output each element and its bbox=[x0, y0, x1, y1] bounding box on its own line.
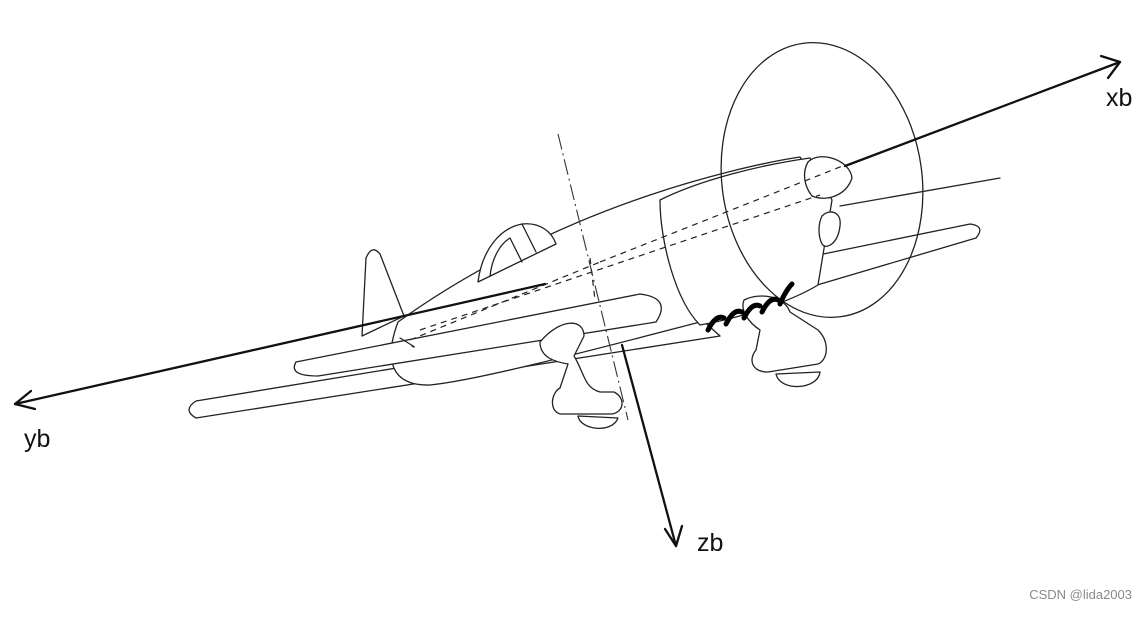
right-wheel bbox=[775, 371, 821, 388]
x-axis-line bbox=[843, 60, 1122, 168]
left-wheel bbox=[577, 415, 619, 429]
z-axis-label: zb bbox=[697, 529, 724, 557]
propeller-disc bbox=[720, 41, 924, 319]
x-axis-arrowhead bbox=[1099, 54, 1122, 80]
cowl-guide-line bbox=[589, 257, 596, 301]
left-landing-gear bbox=[539, 322, 623, 415]
y-axis-line bbox=[13, 282, 547, 406]
spinner bbox=[803, 156, 853, 199]
y-axis-label: yb bbox=[24, 425, 51, 453]
spinner-guide-line bbox=[419, 194, 821, 331]
exhaust-stacks bbox=[705, 281, 795, 333]
canopy-frame bbox=[489, 223, 537, 277]
tail-fin bbox=[361, 249, 405, 337]
wing-root bbox=[399, 337, 415, 348]
vertical-reference-line bbox=[557, 133, 629, 421]
y-axis-arrowhead bbox=[13, 389, 37, 411]
propeller-axis-guide bbox=[839, 177, 1001, 207]
x-axis-label: xb bbox=[1106, 84, 1133, 112]
z-axis-line bbox=[620, 343, 678, 548]
z-axis-arrowhead bbox=[663, 524, 684, 548]
cowling-intake bbox=[818, 211, 841, 247]
watermark: CSDN @lida2003 bbox=[1029, 587, 1132, 602]
wing-fairing bbox=[293, 293, 662, 377]
right-landing-gear bbox=[742, 295, 827, 373]
